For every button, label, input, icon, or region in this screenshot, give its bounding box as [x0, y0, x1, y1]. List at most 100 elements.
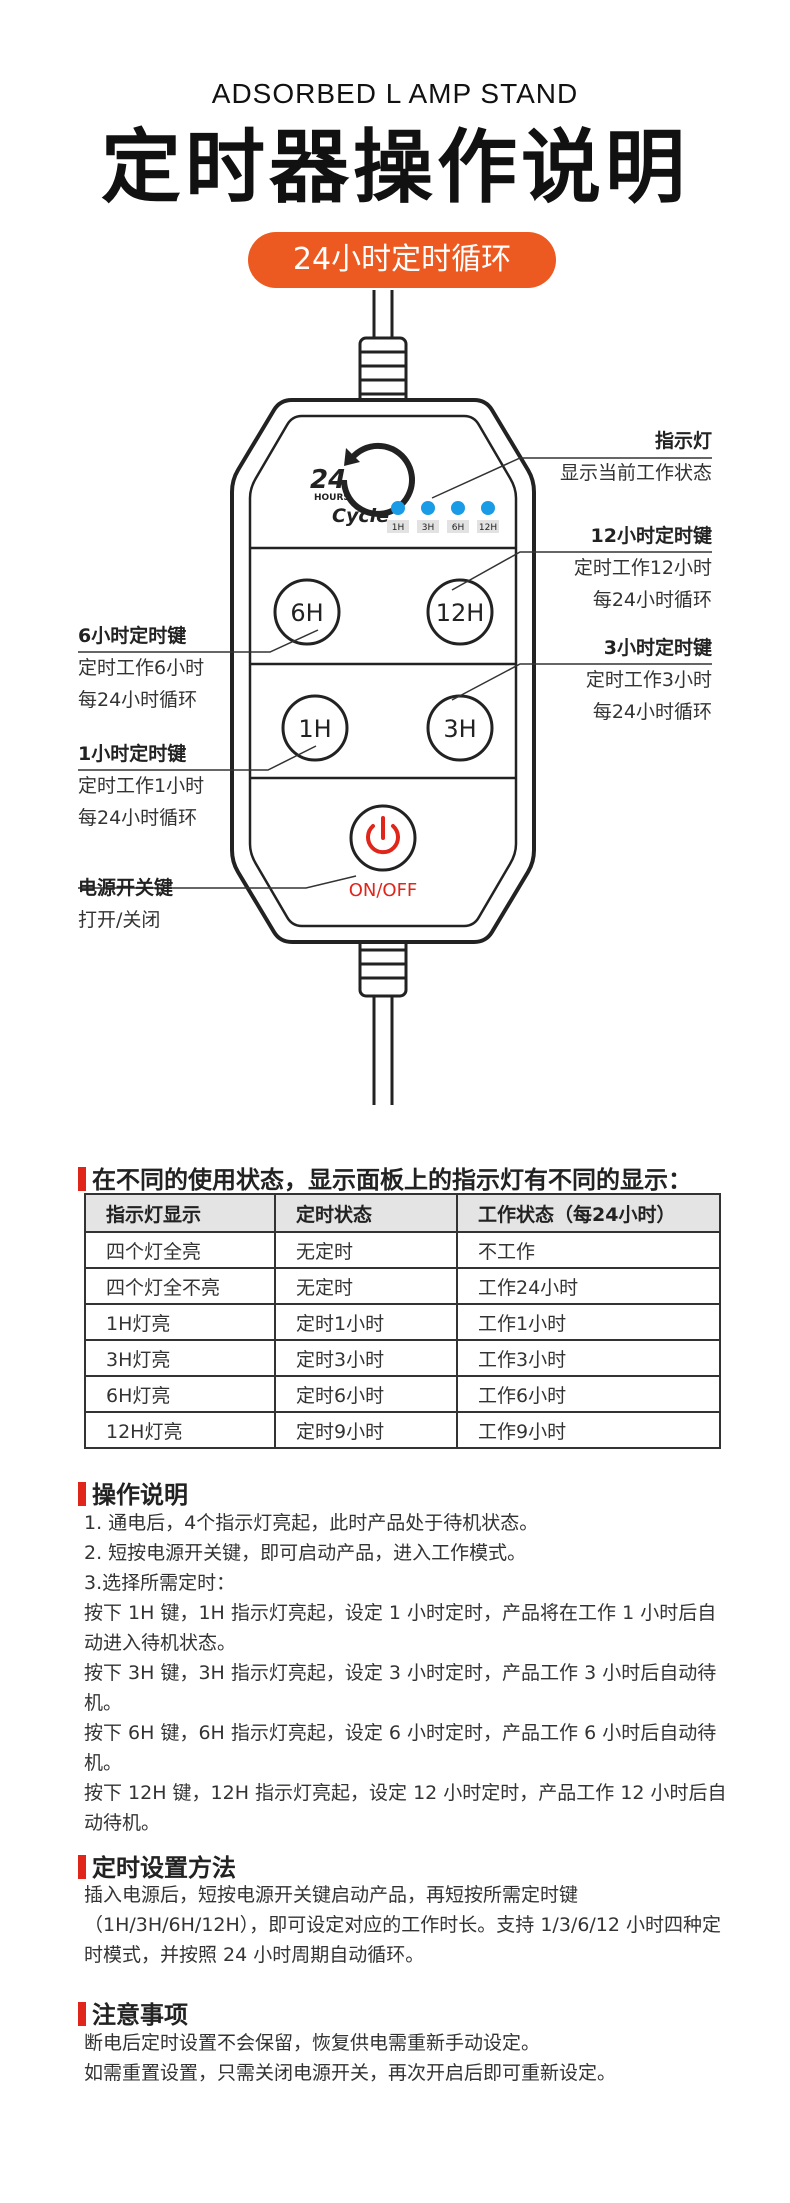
timer-setup-text: 插入电源后，短按电源开关键启动产品，再短按所需定时键（1H/3H/6H/12H）…	[84, 1880, 734, 1970]
callout-12h-line: 定时工作12小时	[573, 557, 712, 579]
table-cell: 12H灯亮	[84, 1411, 276, 1449]
table-cell: 工作1小时	[456, 1303, 721, 1341]
callout-6h-line: 定时工作6小时	[78, 657, 205, 679]
timer-setup-line: 插入电源后，短按电源开关键启动产品，再短按所需定时键（1H/3H/6H/12H）…	[84, 1884, 722, 1966]
callout-3h-key: 3小时定时键 定时工作3小时 每24小时循环	[470, 632, 712, 728]
callout-power-line: 打开/关闭	[78, 909, 161, 931]
table-row: 6H灯亮 定时6小时 工作6小时	[84, 1375, 721, 1413]
led-label: 6H	[452, 523, 465, 533]
table-cell: 工作3小时	[456, 1339, 721, 1377]
callout-leader-lines	[78, 457, 712, 889]
table-row: 12H灯亮 定时9小时 工作9小时	[84, 1411, 721, 1449]
heading-bar	[78, 2002, 86, 2026]
column-header: 指示灯显示	[84, 1193, 276, 1233]
button-6h-label: 6H	[290, 599, 323, 627]
led-3h	[421, 501, 435, 515]
indicator-leds: 1H 3H 6H 12H	[387, 501, 499, 533]
logo-cycle: Cycle	[332, 505, 389, 527]
table-cell: 3H灯亮	[84, 1339, 276, 1377]
callout-6h-line: 每24小时循环	[78, 689, 198, 711]
operation-line: 1. 通电后，4个指示灯亮起，此时产品处于待机状态。	[84, 1512, 539, 1534]
notes-line: 如需重置设置，只需关闭电源开关，再次开启后即可重新设定。	[84, 2062, 617, 2084]
24h-cycle-logo: 24 HOURS Cycle	[310, 442, 415, 527]
power-icon	[366, 816, 400, 855]
notes-line: 断电后定时设置不会保留，恢复供电需重新手动设定。	[84, 2032, 541, 2054]
led-label-bg	[447, 520, 469, 533]
led-label-bg	[477, 520, 499, 533]
button-6h[interactable]: 6H	[273, 578, 341, 646]
heading-bar	[78, 1855, 86, 1879]
led-label: 3H	[422, 523, 435, 533]
callout-1h-line: 每24小时循环	[78, 807, 198, 829]
table-cell: 工作9小时	[456, 1411, 721, 1449]
column-header: 定时状态	[274, 1193, 458, 1233]
operation-heading: 操作说明	[78, 1475, 188, 1510]
column-header: 工作状态（每24小时）	[456, 1193, 721, 1233]
notes-heading-text: 注意事项	[92, 2001, 188, 2029]
table-cell: 6H灯亮	[84, 1375, 276, 1413]
operation-line: 3.选择所需定时：	[84, 1572, 236, 1594]
table-cell: 无定时	[274, 1231, 458, 1269]
operation-text: 1. 通电后，4个指示灯亮起，此时产品处于待机状态。 2. 短按电源开关键，即可…	[84, 1508, 734, 1838]
status-table: 指示灯显示 定时状态 工作状态（每24小时） 四个灯全亮 无定时 不工作 四个灯…	[84, 1193, 721, 1449]
table-cell: 工作24小时	[456, 1267, 721, 1305]
timer-setup-heading-text: 定时设置方法	[92, 1854, 236, 1882]
table-cell: 四个灯全不亮	[84, 1267, 276, 1305]
timer-device-illustration: 24 HOURS Cycle 1H 3H 6H 12H 6H 12H 1H 3H ON…	[78, 290, 712, 1105]
button-1h[interactable]: 1H	[281, 694, 349, 762]
callout-12h-line: 每24小时循环	[592, 589, 712, 611]
led-12h	[481, 501, 495, 515]
led-6h	[451, 501, 465, 515]
led-label: 12H	[479, 523, 497, 533]
status-section-heading: 在不同的使用状态，显示面板上的指示灯有不同的显示：	[78, 1160, 692, 1195]
callout-6h-title: 6小时定时键	[78, 625, 187, 647]
operation-line: 按下 6H 键，6H 指示灯亮起，设定 6 小时定时，产品工作 6 小时后自动待…	[84, 1722, 717, 1774]
callout-3h-line: 定时工作3小时	[585, 669, 712, 691]
logo-number: 24	[310, 465, 346, 495]
table-row: 四个灯全亮 无定时 不工作	[84, 1231, 721, 1269]
callout-3h-line: 每24小时循环	[592, 701, 712, 723]
button-3h[interactable]: 3H	[426, 694, 494, 762]
device-body-inner	[248, 414, 518, 928]
table-cell: 定时3小时	[274, 1339, 458, 1377]
led-1h	[391, 501, 405, 515]
operation-line: 按下 3H 键，3H 指示灯亮起，设定 3 小时定时，产品工作 3 小时后自动待…	[84, 1662, 717, 1714]
status-heading-text: 在不同的使用状态，显示面板上的指示灯有不同的显示：	[92, 1166, 692, 1194]
table-cell: 定时6小时	[274, 1375, 458, 1413]
led-label-bg	[417, 520, 439, 533]
page-title: 定时器操作说明	[101, 121, 689, 214]
heading-bar	[78, 1167, 86, 1191]
callout-indicator-title: 指示灯	[654, 430, 712, 452]
callout-12h-key: 12小时定时键 定时工作12小时 每24小时循环	[470, 520, 712, 616]
table-cell: 工作6小时	[456, 1375, 721, 1413]
callout-1h-key: 1小时定时键 定时工作1小时 每24小时循环	[78, 738, 298, 834]
cycle-badge: 24小时定时循环	[248, 232, 556, 288]
table-header-row: 指示灯显示 定时状态 工作状态（每24小时）	[84, 1193, 721, 1233]
table-cell: 无定时	[274, 1267, 458, 1305]
callout-indicator: 指示灯 显示当前工作状态	[470, 425, 712, 489]
button-12h-label: 12H	[436, 599, 485, 627]
table-cell: 定时9小时	[274, 1411, 458, 1449]
callout-12h-title: 12小时定时键	[590, 525, 712, 547]
table-row: 1H灯亮 定时1小时 工作1小时	[84, 1303, 721, 1341]
callout-power-key: 电源开关键 打开/关闭	[78, 872, 298, 936]
callout-power-title: 电源开关键	[78, 877, 174, 899]
callout-indicator-line: 显示当前工作状态	[559, 462, 712, 484]
operation-line: 按下 12H 键，12H 指示灯亮起，设定 12 小时定时，产品工作 12 小时…	[84, 1782, 727, 1834]
button-12h[interactable]: 12H	[426, 578, 494, 646]
callout-1h-line: 定时工作1小时	[78, 775, 205, 797]
table-cell: 四个灯全亮	[84, 1231, 276, 1269]
led-label: 1H	[392, 523, 405, 533]
power-label: ON/OFF	[349, 880, 418, 901]
timer-setup-heading: 定时设置方法	[78, 1848, 236, 1883]
operation-line: 按下 1H 键，1H 指示灯亮起，设定 1 小时定时，产品将在工作 1 小时后自…	[84, 1602, 717, 1654]
table-cell: 定时1小时	[274, 1303, 458, 1341]
power-button[interactable]: ON/OFF	[349, 804, 418, 901]
led-label-bg	[387, 520, 409, 533]
table-row: 3H灯亮 定时3小时 工作3小时	[84, 1339, 721, 1377]
callout-3h-title: 3小时定时键	[603, 637, 712, 659]
table-cell: 不工作	[456, 1231, 721, 1269]
button-3h-label: 3H	[443, 715, 476, 743]
subtitle-english: ADSORBED L AMP STAND	[211, 78, 579, 109]
bottom-cable	[358, 934, 408, 1105]
